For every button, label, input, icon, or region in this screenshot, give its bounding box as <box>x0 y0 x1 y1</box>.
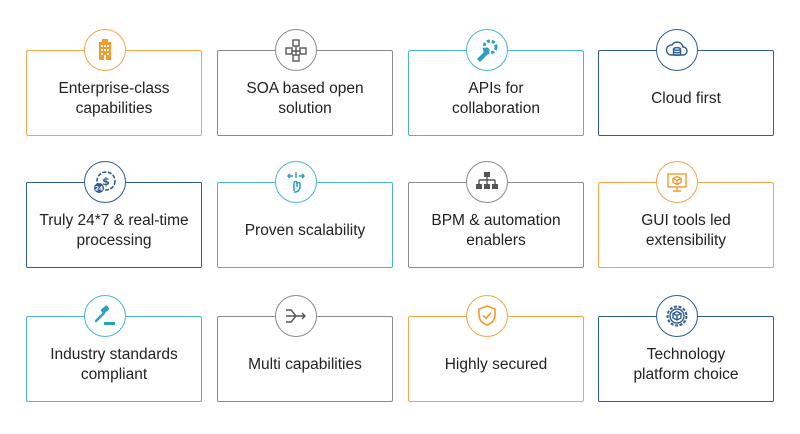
card-label: Cloud first <box>651 90 721 107</box>
touch-gesture-icon <box>275 161 317 203</box>
card-label: Industry standards compliant <box>50 346 178 383</box>
gavel-icon <box>84 295 126 337</box>
card-label: GUI tools led extensibility <box>641 212 731 249</box>
card-label: APIs for collaboration <box>452 80 540 117</box>
card-label: Highly secured <box>444 356 548 373</box>
gear-cube-icon <box>656 295 698 337</box>
flowchart-icon <box>466 161 508 203</box>
card-label: Truly 24*7 & real-time processing <box>39 212 189 249</box>
card-label: SOA based open solution <box>246 80 364 117</box>
office-building-icon <box>84 29 126 71</box>
card-label: Technology platform choice <box>633 346 739 383</box>
card-label: BPM & automation enablers <box>431 212 561 249</box>
svg-text:24: 24 <box>95 186 103 193</box>
puzzle-gear-icon <box>466 29 508 71</box>
card-label: Multi capabilities <box>248 356 362 373</box>
clock-24-dollar-icon: $ 24 <box>84 161 126 203</box>
shield-check-icon <box>466 295 508 337</box>
card-label: Enterprise-class capabilities <box>58 80 170 117</box>
card-label: Proven scalability <box>244 222 366 239</box>
cube-screen-icon <box>656 161 698 203</box>
network-nodes-icon <box>275 29 317 71</box>
cloud-database-icon <box>656 29 698 71</box>
converging-arrows-icon <box>275 295 317 337</box>
svg-text:$: $ <box>102 175 110 188</box>
